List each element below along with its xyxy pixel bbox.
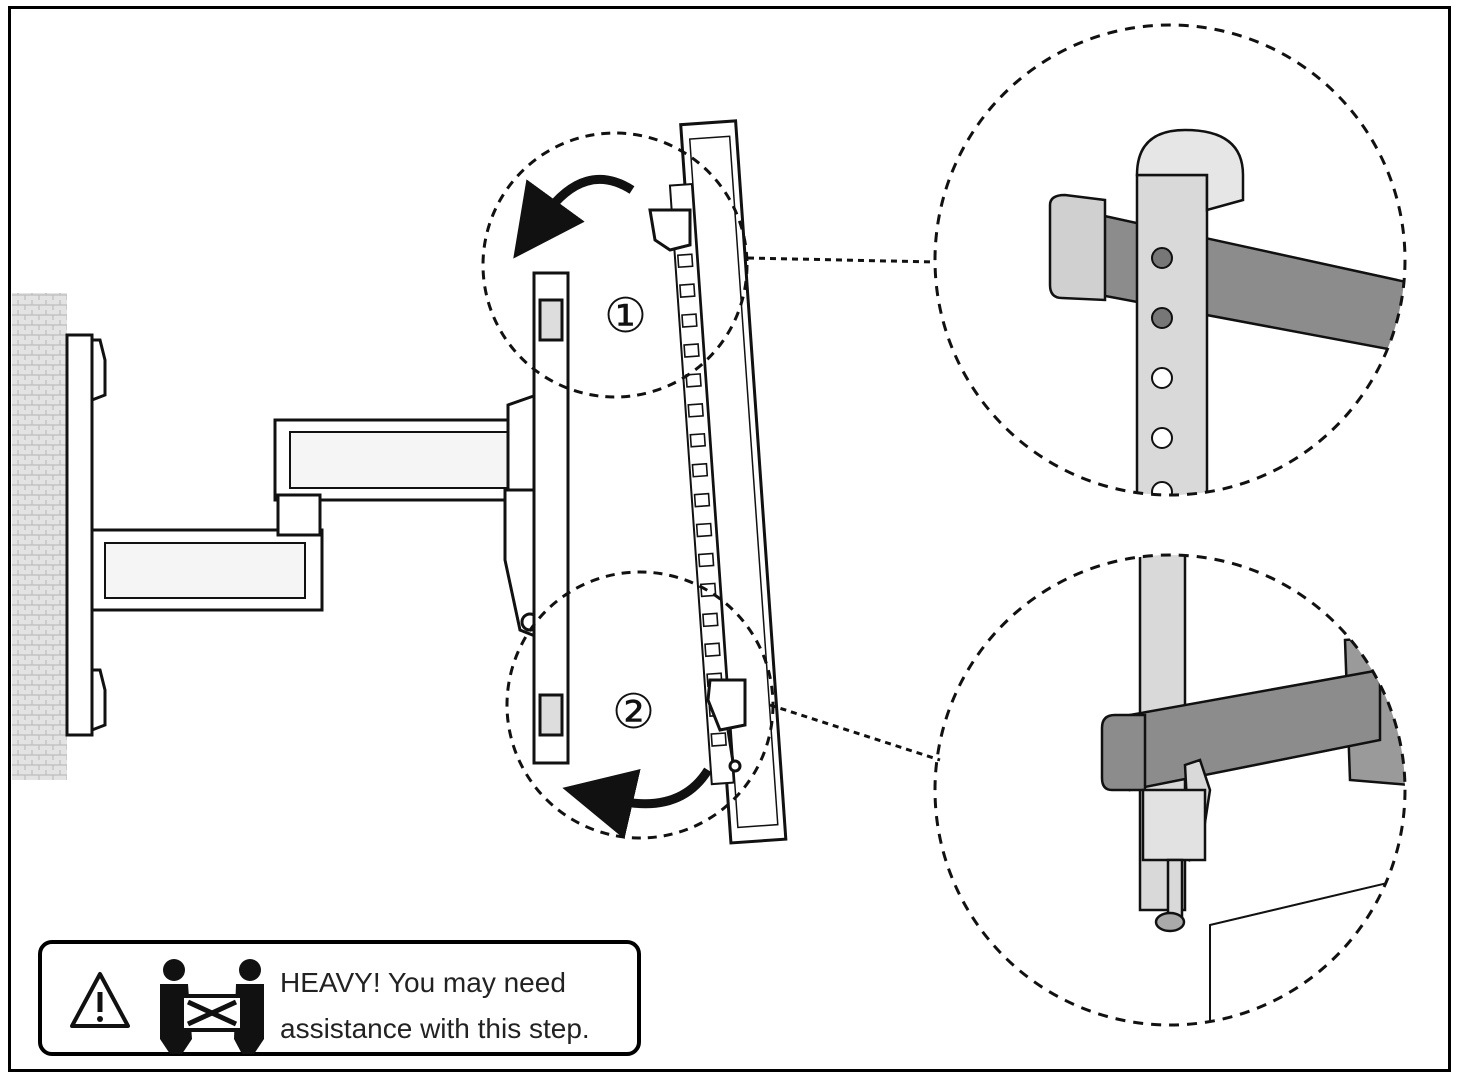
rotate-arrow-step1 xyxy=(513,174,635,259)
warning-line-2: assistance with this step. xyxy=(280,1013,590,1044)
heavy-warning-box: HEAVY! You may need assistance with this… xyxy=(38,940,641,1056)
warning-text: HEAVY! You may need assistance with this… xyxy=(280,960,640,1052)
warning-graphics xyxy=(70,959,264,1054)
tv-bracket-hook-top xyxy=(648,208,692,252)
leader-line-top xyxy=(747,256,936,264)
wall xyxy=(12,293,67,780)
warning-line-1: HEAVY! You may need xyxy=(280,967,566,998)
leader-line-bottom xyxy=(769,703,941,762)
tv-panel xyxy=(668,119,788,845)
two-person-lift-icon xyxy=(160,959,264,1054)
warning-triangle-icon xyxy=(70,972,130,1028)
articulating-arm xyxy=(90,383,558,612)
detail-view-top xyxy=(933,23,1407,497)
detail-view-bottom xyxy=(933,553,1407,1027)
wall-plate xyxy=(65,333,107,737)
rotate-arrow-step2 xyxy=(562,767,712,840)
tv-bracket-hook-bottom xyxy=(706,678,747,773)
step-1-label: ① xyxy=(604,288,647,344)
callout-circle-step1 xyxy=(481,131,749,399)
step-2-label: ② xyxy=(612,684,655,740)
mount-head-bracket xyxy=(503,271,570,765)
